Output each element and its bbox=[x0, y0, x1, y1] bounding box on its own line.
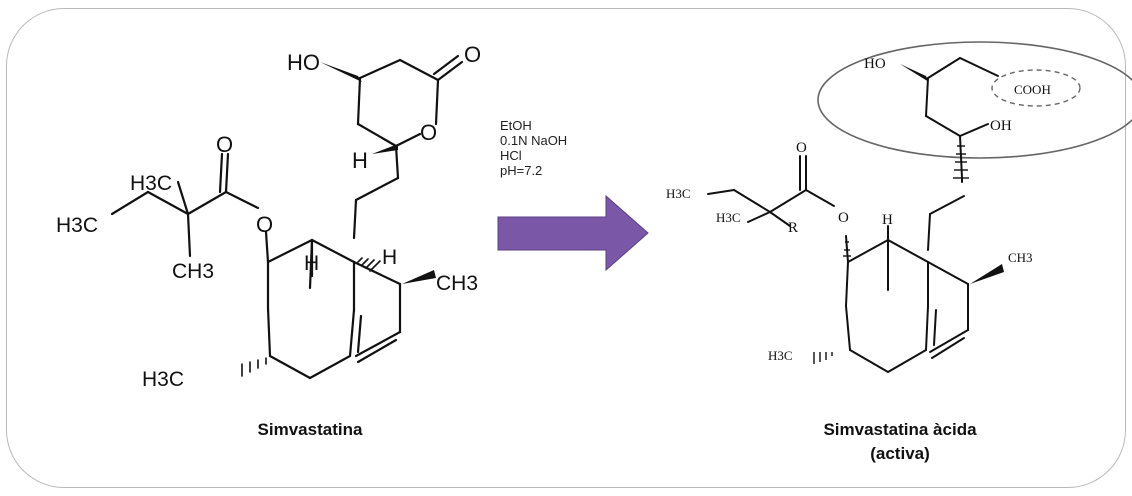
label-h-junction-acid: H bbox=[882, 212, 893, 228]
label-ho: HO bbox=[287, 50, 320, 75]
label-ho-acid: HO bbox=[864, 56, 886, 72]
decalin-right-ring bbox=[352, 260, 402, 364]
label-oh: OH bbox=[990, 118, 1012, 134]
acid-structure bbox=[707, 57, 1004, 373]
simvastatin-structure bbox=[110, 54, 464, 380]
lactone-ring bbox=[356, 54, 464, 148]
hashed-methyl-bond bbox=[241, 357, 267, 377]
label-h-ring: H bbox=[382, 246, 397, 269]
label-h3c-bottom-acid: H3C bbox=[768, 348, 793, 363]
label-o-ring: O bbox=[420, 120, 437, 145]
reaction-conditions: EtOH 0.1N NaOH HCl pH=7.2 bbox=[500, 118, 567, 178]
label-ch3-acid: CH3 bbox=[1008, 250, 1033, 265]
label-h-junction: H bbox=[304, 252, 319, 275]
active-site-ellipse bbox=[817, 41, 1132, 159]
hashed-h-bond bbox=[357, 257, 381, 272]
caption-acid-name: Simvastatina àcida bbox=[823, 420, 977, 439]
label-h-lactone: H bbox=[352, 148, 368, 173]
condition-ph: pH=7.2 bbox=[500, 163, 543, 178]
h-wedge-bond bbox=[372, 144, 398, 154]
acid-labels: HO COOH OH O H3C H3C R O H CH3 H3C bbox=[666, 56, 1051, 363]
label-ch3-right: CH3 bbox=[436, 272, 478, 295]
reaction-arrow bbox=[497, 194, 649, 272]
condition-solvent: EtOH bbox=[500, 118, 532, 133]
hashed-bonds-acid bbox=[813, 145, 969, 364]
label-h3c-bottom: H3C bbox=[142, 368, 184, 391]
label-r: R bbox=[788, 220, 798, 236]
cooh-dashed-ellipse bbox=[991, 69, 1081, 107]
label-h3c-top: H3C bbox=[130, 172, 172, 195]
ch3-wedge-bond bbox=[402, 270, 436, 284]
label-ch3-mid: CH3 bbox=[172, 260, 214, 283]
label-o-ester-acid: O bbox=[838, 210, 849, 226]
label-h3c-top-acid: H3C bbox=[666, 186, 691, 201]
simvastatin-labels: HO O O H O O H3C H3C CH3 H H CH3 H3C bbox=[56, 42, 481, 391]
rounded-frame bbox=[6, 8, 1126, 488]
label-h3c-left: H3C bbox=[56, 214, 98, 237]
label-h3c-mid-acid: H3C bbox=[716, 210, 741, 225]
caption-acid-sub: (activa) bbox=[870, 444, 930, 463]
caption-simvastatin-acid: Simvastatina àcida (activa) bbox=[780, 418, 1020, 466]
label-o-ester: O bbox=[256, 212, 273, 237]
label-o-ester-carbonyl: O bbox=[216, 132, 233, 157]
ho-wedge-bond-acid bbox=[900, 64, 929, 82]
label-cooh: COOH bbox=[1014, 82, 1051, 97]
ho-wedge-bond bbox=[320, 62, 362, 82]
caption-simvastatin: Simvastatina bbox=[200, 418, 420, 442]
label-o-carbonyl-acid: O bbox=[796, 140, 807, 156]
ch3-wedge-bond-acid bbox=[970, 264, 1004, 284]
condition-base: 0.1N NaOH bbox=[500, 133, 568, 148]
condition-acid: HCl bbox=[500, 148, 522, 163]
label-o-carbonyl: O bbox=[464, 42, 481, 67]
caption-simvastatin-name: Simvastatina bbox=[257, 420, 363, 439]
